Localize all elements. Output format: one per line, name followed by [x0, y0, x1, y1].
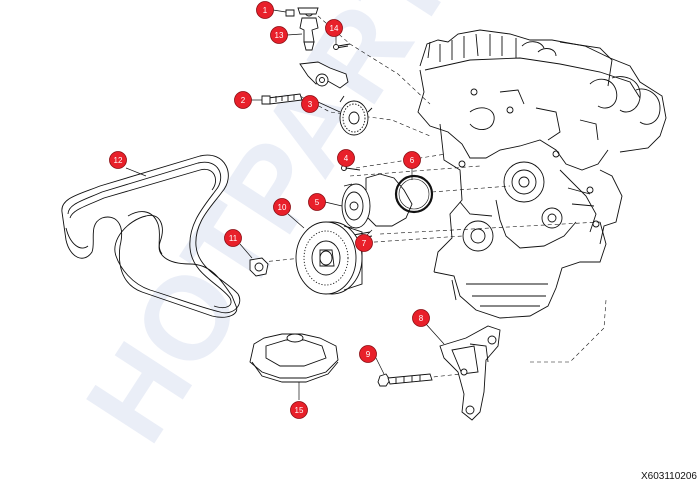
callout-3-number: 3 [308, 100, 313, 109]
crank-bolt [249, 257, 269, 277]
callout-3[interactable]: 3 [301, 95, 319, 113]
callout-9-circle [359, 345, 377, 363]
callout-13-number: 13 [275, 31, 284, 40]
callout-8-circle [412, 309, 430, 327]
callout-13-circle [270, 26, 288, 44]
callout-2-circle [234, 91, 252, 109]
callout-10-circle [273, 198, 291, 216]
callout-11-number: 11 [229, 234, 238, 243]
callout-15-number: 15 [295, 406, 304, 415]
callout-8-number: 8 [419, 314, 424, 323]
callout-1-number: 1 [263, 6, 268, 15]
callout-12-number: 12 [114, 156, 123, 165]
reference-code: X603110206 [641, 471, 697, 482]
callout-3-circle [301, 95, 319, 113]
callout-14-number: 14 [330, 24, 339, 33]
callout-10[interactable]: 10 [273, 198, 291, 216]
callout-15-circle [290, 401, 308, 419]
serpentine-belt [61, 154, 241, 318]
callout-6[interactable]: 6 [403, 151, 421, 169]
engine-mount-bracket [377, 325, 501, 421]
callout-12-circle [109, 151, 127, 169]
callout-15[interactable]: 15 [290, 401, 308, 419]
callout-1-circle [256, 1, 274, 19]
callout-1[interactable]: 1 [256, 1, 274, 19]
callout-2[interactable]: 2 [234, 91, 252, 109]
callout-13[interactable]: 13 [270, 26, 288, 44]
callout-5[interactable]: 5 [308, 193, 326, 211]
callout-5-number: 5 [315, 198, 320, 207]
callout-4[interactable]: 4 [337, 149, 355, 167]
callout-12[interactable]: 12 [109, 151, 127, 169]
callout-6-number: 6 [410, 156, 415, 165]
callout-11-circle [224, 229, 242, 247]
callout-2-number: 2 [241, 96, 246, 105]
callout-9[interactable]: 9 [359, 345, 377, 363]
mount-cover [249, 333, 339, 383]
callout-14-circle [325, 19, 343, 37]
callout-4-circle [337, 149, 355, 167]
callout-leader-lines [125, 9, 445, 400]
water-pump-assembly [341, 165, 434, 241]
callout-4-number: 4 [344, 154, 349, 163]
callout-8[interactable]: 8 [412, 309, 430, 327]
callout-11[interactable]: 11 [224, 229, 242, 247]
callout-6-circle [403, 151, 421, 169]
callout-7[interactable]: 7 [355, 234, 373, 252]
callout-10-number: 10 [278, 203, 287, 212]
callout-7-number: 7 [362, 239, 367, 248]
callout-14[interactable]: 14 [325, 19, 343, 37]
callout-7-circle [355, 234, 373, 252]
crankshaft-pulley [295, 221, 363, 295]
idler-pulley-assembly [261, 61, 373, 136]
engine-block [417, 29, 667, 319]
callout-9-number: 9 [366, 350, 371, 359]
belt-tensioner [285, 7, 351, 51]
callout-5-circle [308, 193, 326, 211]
